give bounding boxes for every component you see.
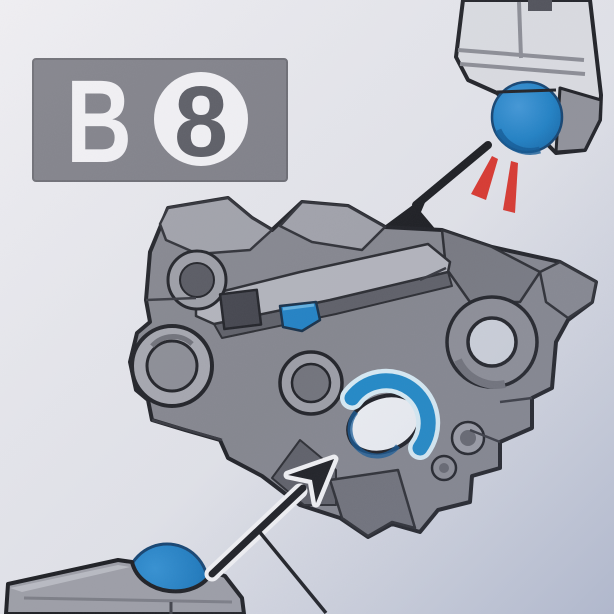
square-opening xyxy=(218,288,263,331)
socket-ring-right-hole xyxy=(466,316,518,368)
pin-hole-upper-left-bore xyxy=(179,262,215,298)
pin-hole-lower-left-bore xyxy=(145,339,199,393)
small-pin-2-bore xyxy=(439,463,449,473)
ball-socket-cap-line xyxy=(496,88,557,94)
connector-notch xyxy=(528,0,552,11)
bag-letter: B xyxy=(66,56,132,188)
step-number: 8 xyxy=(174,66,228,178)
connector-panel-line-vertical xyxy=(517,1,523,59)
pin-hole-middle-bore xyxy=(290,362,332,404)
step-badge: B 8 xyxy=(32,56,288,188)
